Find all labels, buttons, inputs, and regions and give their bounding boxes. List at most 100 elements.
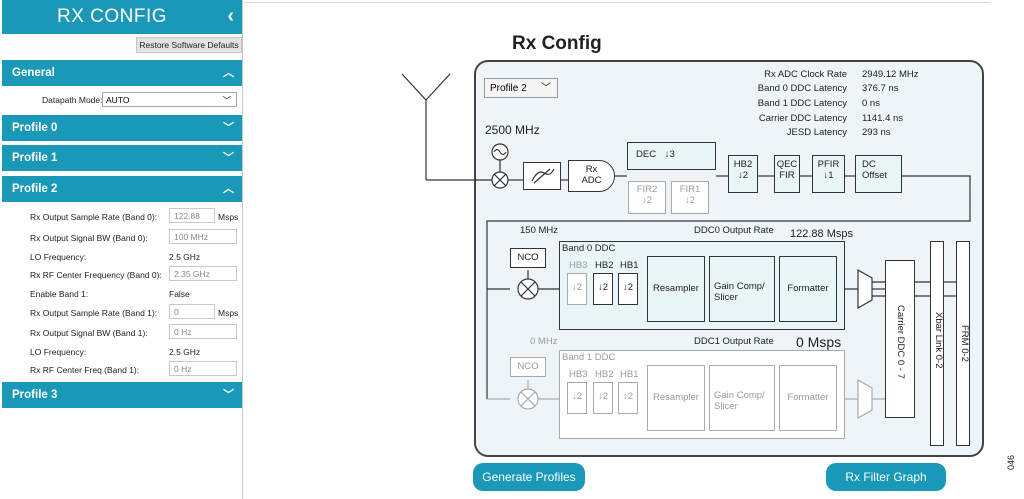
ddc1-formatter-block[interactable]: Formatter (779, 365, 837, 431)
section-profile-2[interactable]: Profile 2 ︿ (2, 176, 242, 202)
ddc0-hb3-block[interactable]: ↓2 (567, 273, 587, 305)
top-divider (244, 2, 990, 3)
sample-rate-band1-input[interactable]: 0 (169, 304, 215, 319)
ddc1-hb1-label: HB1 (620, 369, 639, 380)
band1-latency-value: 0 ns (862, 98, 880, 109)
ddc0-resampler-block[interactable]: Resampler (647, 256, 705, 322)
ddc1-hb1-factor: 2 (627, 391, 634, 402)
ddc0-hb1-block[interactable]: ↓2 (618, 273, 638, 305)
sample-rate-band0-input[interactable]: 122.88 (169, 208, 215, 223)
ddc0-rate-label: DDC0 Output Rate (694, 225, 774, 236)
ddc1-mux-icon (857, 378, 873, 420)
chevron-left-icon[interactable]: ‹ (227, 5, 234, 27)
pfir-block[interactable]: PFIR ↓1 (812, 155, 845, 193)
lo-frequency-label: 2500 MHz (485, 123, 540, 137)
chevron-up-icon: ︿ (223, 183, 234, 195)
section-profile-0[interactable]: Profile 0 ﹀ (2, 115, 242, 141)
band0-latency-label: Band 0 DDC Latency (757, 83, 847, 94)
row-label: Rx Output Sample Rate (Band 0): (30, 212, 158, 222)
ddc1-hb2-factor: 2 (602, 391, 609, 402)
ddc1-hb3-block[interactable]: ↓2 (567, 382, 587, 414)
rf-center-band0-input[interactable]: 2.35 GHz (169, 266, 237, 281)
down-arrow-icon: ↓ (641, 195, 647, 206)
ddc1-hb1-block[interactable]: ↓2 (618, 382, 638, 414)
generate-profiles-button[interactable]: Generate Profiles (473, 463, 585, 491)
antenna-icon (401, 73, 451, 101)
dec-block[interactable]: DEC ↓3 (627, 142, 716, 170)
clock-rate-label: Rx ADC Clock Rate (764, 69, 847, 80)
chevron-down-icon: ﹀ (223, 389, 234, 401)
pfir-label: PFIR (817, 159, 840, 170)
carrier-ddc-block[interactable] (885, 260, 915, 418)
down-arrow-icon: ↓ (571, 282, 577, 293)
section-profile-2-label: Profile 2 (12, 183, 58, 195)
row-label: Rx RF Center Frequency (Band 0): (30, 270, 162, 280)
fir1-block[interactable]: FIR1 ↓2 (671, 181, 709, 214)
section-profile-1[interactable]: Profile 1 ﹀ (2, 145, 242, 171)
section-profile-3[interactable]: Profile 3 ﹀ (2, 382, 242, 408)
signal-bw-band0-input[interactable]: 100 MHz (169, 229, 237, 244)
section-profile-0-label: Profile 0 (12, 122, 58, 134)
ddc1-hb3-label: HB3 (569, 369, 588, 380)
rf-filter-block[interactable] (523, 162, 561, 190)
frm-block[interactable] (956, 241, 970, 446)
dc-offset-block[interactable]: DC Offset (855, 155, 902, 193)
unit-label: Msps (218, 308, 239, 318)
row-label: Enable Band 1: (30, 289, 89, 299)
ddc0-hb3-label: HB3 (569, 260, 588, 271)
dc-offset-label: Offset (862, 170, 888, 181)
ddc1-hb2-label: HB2 (595, 369, 614, 380)
restore-defaults-button[interactable]: Restore Software Defaults (136, 37, 242, 53)
profile-select-value: Profile 2 (490, 83, 527, 94)
ddc1-resampler-block[interactable]: Resampler (647, 365, 705, 431)
ddc1-rate-value: 0 Msps (796, 334, 842, 350)
datapath-label: Datapath Mode: (42, 95, 103, 105)
xbar-block[interactable] (930, 241, 944, 446)
dc-label: DC (862, 159, 876, 170)
down-arrow-icon: ↓ (737, 170, 743, 181)
datapath-select[interactable]: AUTO ﹀ (102, 92, 237, 107)
carrier-latency-label: Carrier DDC Latency (758, 113, 847, 124)
dec-factor: 3 (669, 149, 675, 160)
figure-id: 046 (1006, 454, 1016, 470)
ddc0-rate-value: 122.88 Msps (790, 228, 853, 240)
fir1-label: FIR1 (679, 184, 701, 195)
sidebar-title: RX CONFIG (56, 6, 168, 27)
row-label: LO Frequency: (30, 347, 87, 357)
chevron-up-icon: ︿ (223, 67, 234, 79)
ddc1-hb2-block[interactable]: ↓2 (593, 382, 613, 414)
fir2-block[interactable]: FIR2 ↓2 (628, 181, 666, 214)
rx-adc-label: Rx (585, 164, 598, 175)
signal-bw-band1-input[interactable]: 0 Hz (169, 324, 237, 339)
lo-frequency-value: 2.5 GHz (169, 252, 201, 262)
ddc1-hb3-factor: 2 (576, 391, 583, 402)
down-arrow-icon: ↓ (823, 170, 829, 181)
filter-icon (531, 168, 555, 184)
ddc1-nco-block[interactable]: NCO (510, 357, 546, 377)
chevron-down-icon: ﹀ (222, 95, 231, 105)
ddc1-gain-block[interactable]: Gain Comp/ Slicer (709, 365, 775, 431)
ddc1-gain-label: Gain Comp/ (714, 390, 765, 401)
ddc0-gain-block[interactable]: Gain Comp/ Slicer (709, 256, 775, 322)
band1-latency-label: Band 1 DDC Latency (757, 98, 847, 109)
qec-fir-block[interactable]: QEC FIR (774, 155, 800, 193)
ddc0-hb2-factor: 2 (602, 282, 609, 293)
sidebar-header: RX CONFIG ‹ (2, 0, 242, 34)
ddc0-formatter-block[interactable]: Formatter (779, 256, 837, 322)
ddc0-hb2-block[interactable]: ↓2 (593, 273, 613, 305)
down-arrow-icon: ↓ (684, 195, 690, 206)
section-general[interactable]: General ︿ (2, 60, 242, 86)
qec-fir-label: FIR (779, 170, 795, 181)
chevron-down-icon: ﹀ (223, 122, 234, 134)
hb2-block[interactable]: HB2 ↓2 (728, 155, 758, 193)
rx-adc-block[interactable]: Rx ADC (568, 160, 615, 192)
hb2-label: HB2 (733, 159, 753, 170)
rf-center-band1-input[interactable]: 0 Hz (169, 361, 237, 376)
profile-select[interactable]: Profile 2 ﹀ (484, 78, 558, 98)
rx-filter-graph-button[interactable]: Rx Filter Graph (826, 463, 946, 491)
row-label: Rx Output Sample Rate (Band 1): (30, 308, 158, 318)
xbar-label: Xbar Link 0-2 (933, 312, 944, 369)
ddc0-nco-block[interactable]: NCO (510, 248, 546, 268)
clock-rate-value: 2949.12 MHz (862, 69, 919, 80)
ddc1-nco-freq: 0 MHz (530, 336, 558, 347)
